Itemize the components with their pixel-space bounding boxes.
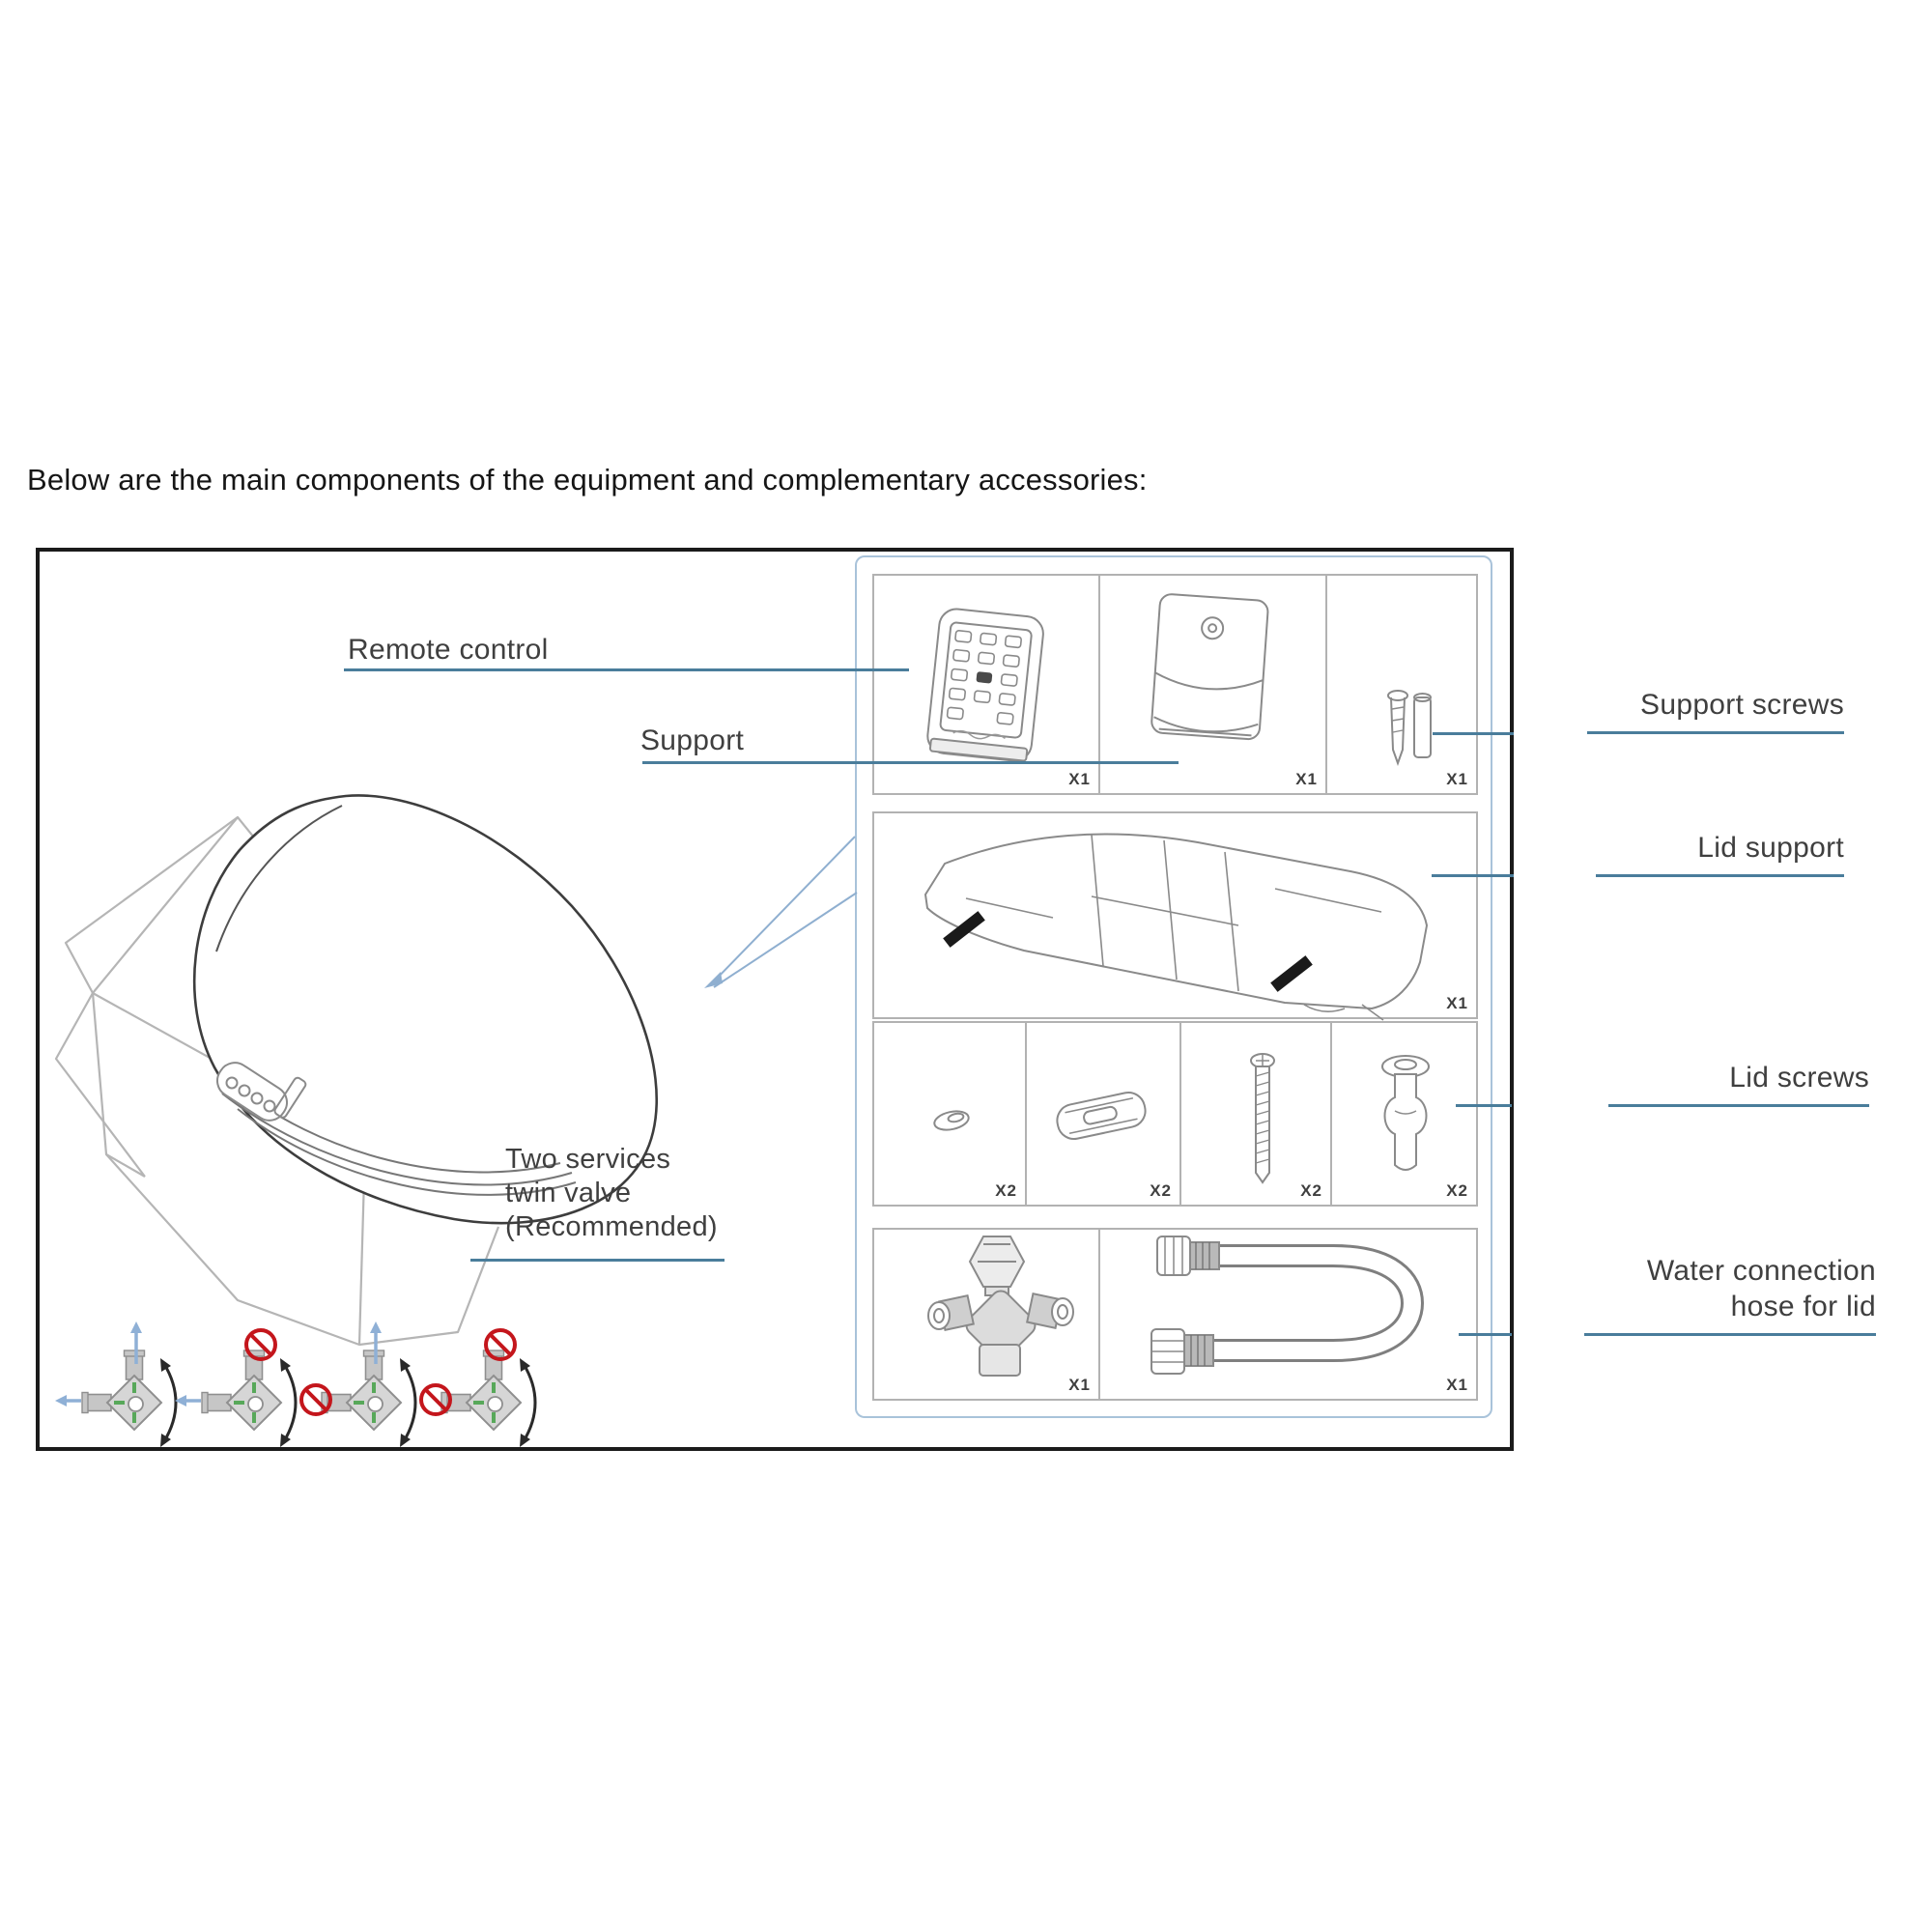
twin-valve-leader-line xyxy=(470,1259,724,1262)
prohibition-icon xyxy=(244,1328,277,1361)
prohibition-icon xyxy=(419,1383,452,1416)
left-arrow-icon xyxy=(175,1395,201,1406)
rotation-arrow-icon xyxy=(160,1358,178,1447)
qty-badge: X1 xyxy=(1446,994,1468,1012)
cell-expansion-nut: X2 xyxy=(1330,1021,1478,1207)
lid-screws-connector xyxy=(1456,1104,1512,1107)
qty-badge: X2 xyxy=(1300,1181,1322,1200)
qty-badge: X1 xyxy=(1068,1376,1091,1394)
qty-badge: X1 xyxy=(1446,770,1468,788)
qty-badge: X2 xyxy=(1150,1181,1172,1200)
pointer-arrowhead xyxy=(704,972,723,988)
lid-support-underline xyxy=(1596,874,1844,877)
support-label: Support xyxy=(640,724,745,756)
valve-orientation-3 xyxy=(299,1321,417,1447)
twin-valve-item xyxy=(927,1236,1074,1377)
remote-center-button xyxy=(976,671,993,684)
washer-item xyxy=(933,1110,970,1131)
page-title: Below are the main components of the equ… xyxy=(27,463,1148,497)
support-holder-item xyxy=(1151,593,1269,741)
lid-screws-underline xyxy=(1608,1104,1869,1107)
rotation-arrow-icon xyxy=(520,1358,537,1447)
water-hose-item xyxy=(1151,1236,1425,1375)
support-screws-underline xyxy=(1587,731,1844,734)
lid-screws-label: Lid screws xyxy=(1729,1062,1869,1094)
expansion-nut-item xyxy=(1381,1055,1430,1171)
parts-row-3: X2 X2 X2 X2 xyxy=(872,1021,1478,1207)
twin-valve-label: Two services twin valve (Recommended) xyxy=(505,1144,718,1242)
lid-support-connector xyxy=(1432,874,1514,877)
cell-support-screws: X1 xyxy=(1325,574,1478,795)
qty-badge: X2 xyxy=(995,1181,1017,1200)
anchor-item xyxy=(1056,1091,1147,1141)
lid-support-label: Lid support xyxy=(1697,832,1844,864)
prohibition-icon xyxy=(484,1328,517,1361)
qty-badge: X1 xyxy=(1068,770,1091,788)
qty-badge: X1 xyxy=(1295,770,1318,788)
left-arrow-icon xyxy=(55,1395,81,1406)
valve-orientation-diagrams xyxy=(55,1321,537,1447)
water-hose-label: Water connection hose for lid xyxy=(1646,1255,1876,1322)
valve-orientation-4 xyxy=(419,1328,537,1447)
support-screws-connector xyxy=(1433,732,1514,735)
bracket-slot-right xyxy=(1270,955,1313,992)
valve-orientation-2 xyxy=(175,1328,298,1447)
remote-control-item xyxy=(926,608,1044,762)
seat-lid-illustration xyxy=(192,794,658,1225)
lid-support-item xyxy=(923,833,1429,1021)
water-hose-connector xyxy=(1459,1333,1512,1336)
remote-control-label: Remote control xyxy=(348,634,549,666)
remote-control-leader-line xyxy=(344,668,909,671)
up-arrow-icon xyxy=(370,1321,382,1364)
rotation-arrow-icon xyxy=(280,1358,298,1447)
lid-screw-item xyxy=(1250,1053,1275,1184)
support-screws-label: Support screws xyxy=(1640,689,1844,721)
support-screws-item xyxy=(1387,690,1432,766)
qty-badge: X2 xyxy=(1446,1181,1468,1200)
panel-pointer-lines xyxy=(704,836,858,988)
seat-control-pod xyxy=(216,1062,307,1122)
support-leader-line xyxy=(642,761,1179,764)
bracket-slot-left xyxy=(943,911,985,948)
up-arrow-icon xyxy=(130,1321,142,1364)
prohibition-icon xyxy=(299,1383,332,1416)
valve-orientation-1 xyxy=(55,1321,178,1447)
qty-badge: X1 xyxy=(1446,1376,1468,1394)
rotation-arrow-icon xyxy=(400,1358,417,1447)
water-hose-underline xyxy=(1584,1333,1876,1336)
